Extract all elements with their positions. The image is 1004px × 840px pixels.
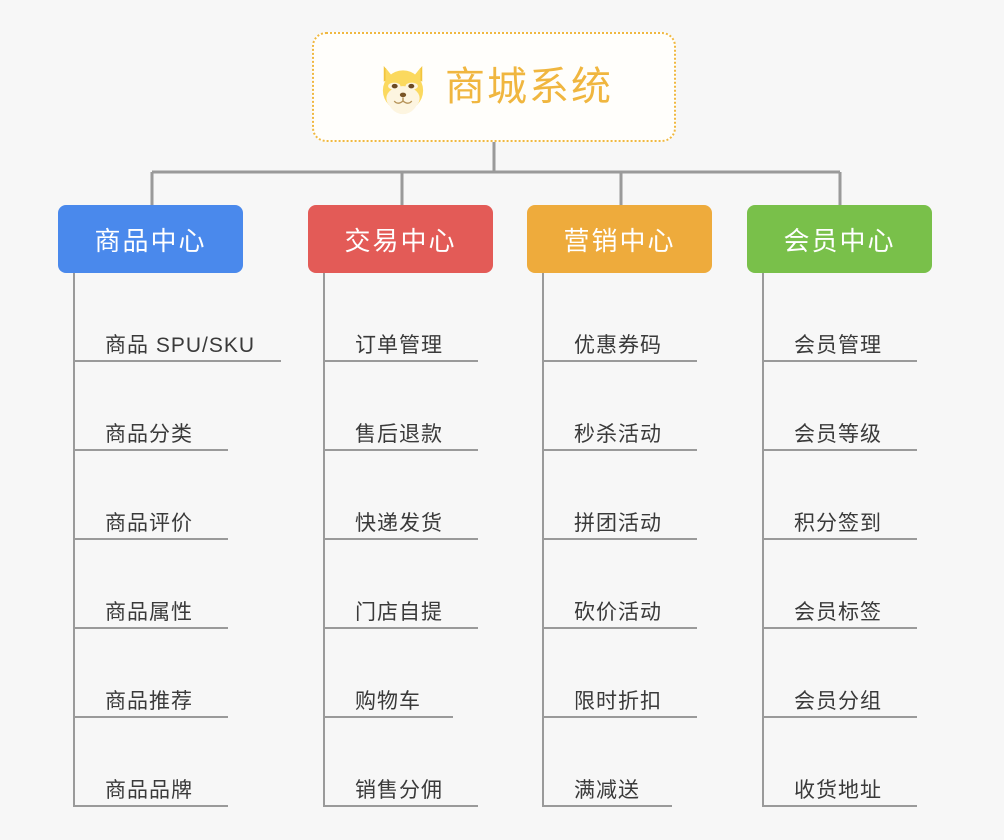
leaf-item[interactable]: 购物车	[323, 629, 553, 718]
leaf-item[interactable]: 会员标签	[762, 540, 992, 629]
leaf-item[interactable]: 订单管理	[323, 273, 553, 362]
leaf-label: 订单管理	[355, 334, 443, 357]
leaf-item[interactable]: 优惠券码	[542, 273, 772, 362]
leaf-underline	[762, 449, 917, 451]
leaf-item[interactable]: 商品评价	[73, 451, 303, 540]
leaf-label: 售后退款	[355, 423, 443, 446]
category-box-4[interactable]: 会员中心	[747, 205, 932, 273]
leaf-underline	[73, 805, 228, 807]
leaf-item[interactable]: 商品分类	[73, 362, 303, 451]
category-label: 会员中心	[783, 225, 896, 256]
leaf-underline	[542, 627, 697, 629]
leaf-label: 门店自提	[355, 601, 443, 624]
leaf-label: 会员标签	[794, 601, 882, 624]
leaf-label: 会员管理	[794, 334, 882, 357]
leaf-item[interactable]: 商品推荐	[73, 629, 303, 718]
leaf-spine	[762, 273, 764, 807]
category-box-2[interactable]: 交易中心	[308, 205, 493, 273]
leaf-label: 限时折扣	[574, 690, 662, 713]
leaf-underline	[762, 716, 917, 718]
leaf-underline	[323, 805, 478, 807]
category-box-1[interactable]: 商品中心	[58, 205, 243, 273]
leaf-underline	[323, 538, 478, 540]
leaf-item[interactable]: 满减送	[542, 718, 772, 807]
leaf-label: 秒杀活动	[574, 423, 662, 446]
leaf-item[interactable]: 商品属性	[73, 540, 303, 629]
leaf-label: 购物车	[355, 690, 421, 713]
leaf-item[interactable]: 拼团活动	[542, 451, 772, 540]
leaf-label: 会员等级	[794, 423, 882, 446]
leaf-underline	[542, 449, 697, 451]
leaf-item[interactable]: 秒杀活动	[542, 362, 772, 451]
leaf-label: 拼团活动	[574, 512, 662, 535]
leaf-label: 砍价活动	[574, 601, 662, 624]
leaf-spine	[542, 273, 544, 807]
leaf-spine	[73, 273, 75, 807]
root-title: 商城系统	[445, 65, 613, 109]
leaf-item[interactable]: 会员分组	[762, 629, 992, 718]
leaf-spine	[323, 273, 325, 807]
leaf-underline	[542, 538, 697, 540]
leaf-underline	[323, 360, 478, 362]
leaf-item[interactable]: 门店自提	[323, 540, 553, 629]
leaf-item[interactable]: 收货地址	[762, 718, 992, 807]
leaf-underline	[73, 716, 228, 718]
leaf-label: 满减送	[574, 779, 640, 802]
leaf-underline	[762, 538, 917, 540]
leaf-underline	[73, 360, 281, 362]
leaf-underline	[762, 360, 917, 362]
category-label: 商品中心	[94, 225, 207, 256]
leaf-item[interactable]: 销售分佣	[323, 718, 553, 807]
leaf-item[interactable]: 砍价活动	[542, 540, 772, 629]
leaf-underline	[542, 716, 697, 718]
leaf-label: 会员分组	[794, 690, 882, 713]
leaf-label: 积分签到	[794, 512, 882, 535]
leaf-item[interactable]: 商品 SPU/SKU	[73, 273, 303, 362]
leaf-underline	[542, 360, 697, 362]
leaf-label: 商品 SPU/SKU	[105, 334, 256, 357]
leaf-item[interactable]: 快递发货	[323, 451, 553, 540]
leaf-underline	[323, 716, 453, 718]
leaf-item[interactable]: 积分签到	[762, 451, 992, 540]
leaf-label: 商品属性	[105, 601, 193, 624]
leaf-underline	[73, 538, 228, 540]
leaf-underline	[762, 627, 917, 629]
leaf-item[interactable]: 售后退款	[323, 362, 553, 451]
leaf-label: 优惠券码	[574, 334, 662, 357]
shiba-dog-emoji	[382, 66, 424, 115]
category-label: 交易中心	[344, 225, 457, 256]
leaf-label: 快递发货	[355, 512, 443, 535]
leaf-label: 商品分类	[105, 423, 193, 446]
leaf-underline	[73, 627, 228, 629]
leaf-column-1: 商品 SPU/SKU 商品分类商品评价商品属性商品推荐商品品牌	[73, 273, 303, 807]
leaf-item[interactable]: 限时折扣	[542, 629, 772, 718]
leaf-item[interactable]: 商品品牌	[73, 718, 303, 807]
leaf-underline	[323, 449, 478, 451]
leaf-underline	[73, 449, 228, 451]
leaf-underline	[542, 805, 672, 807]
leaf-label: 商品推荐	[105, 690, 193, 713]
leaf-column-4: 会员管理会员等级积分签到会员标签会员分组收货地址	[762, 273, 992, 807]
leaf-label: 收货地址	[794, 779, 882, 802]
leaf-underline	[323, 627, 478, 629]
leaf-label: 销售分佣	[355, 779, 443, 802]
category-box-3[interactable]: 营销中心	[527, 205, 712, 273]
leaf-item[interactable]: 会员管理	[762, 273, 992, 362]
leaf-column-2: 订单管理售后退款快递发货门店自提购物车销售分佣	[323, 273, 553, 807]
root-node[interactable]: 商城系统	[312, 32, 676, 142]
leaf-item[interactable]: 会员等级	[762, 362, 992, 451]
leaf-column-3: 优惠券码秒杀活动拼团活动砍价活动限时折扣满减送	[542, 273, 772, 807]
leaf-label: 商品品牌	[105, 779, 193, 802]
category-label: 营销中心	[563, 225, 676, 256]
leaf-underline	[762, 805, 917, 807]
leaf-label: 商品评价	[105, 512, 193, 535]
